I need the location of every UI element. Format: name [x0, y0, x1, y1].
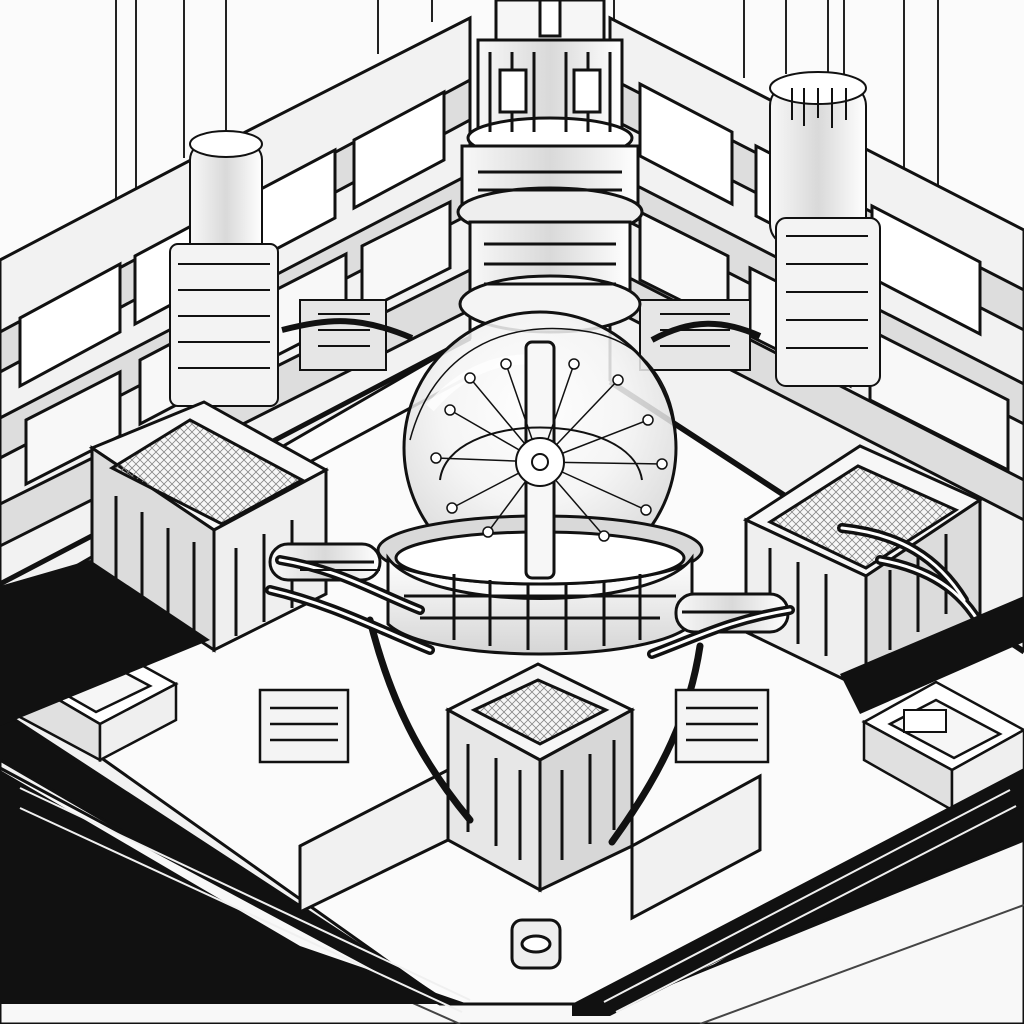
- floor-channels: [0, 560, 1024, 1016]
- control-panel-icon: [903, 709, 947, 733]
- foreground-rails: [19, 787, 1017, 1013]
- core-spokes: [435, 363, 663, 537]
- pipe-highlights: [268, 526, 990, 656]
- glass-dome-icon: [439, 426, 643, 481]
- left-cooling-unit: [88, 400, 382, 653]
- icon-markers: [300, 426, 947, 733]
- core-nodes: [430, 358, 668, 542]
- reactor-core-icon: [515, 437, 565, 487]
- front-power-module: [298, 662, 762, 970]
- central-reactor-tower: [456, 0, 644, 334]
- wall-machinery: [169, 71, 881, 407]
- right-cooling-unit: [674, 444, 984, 693]
